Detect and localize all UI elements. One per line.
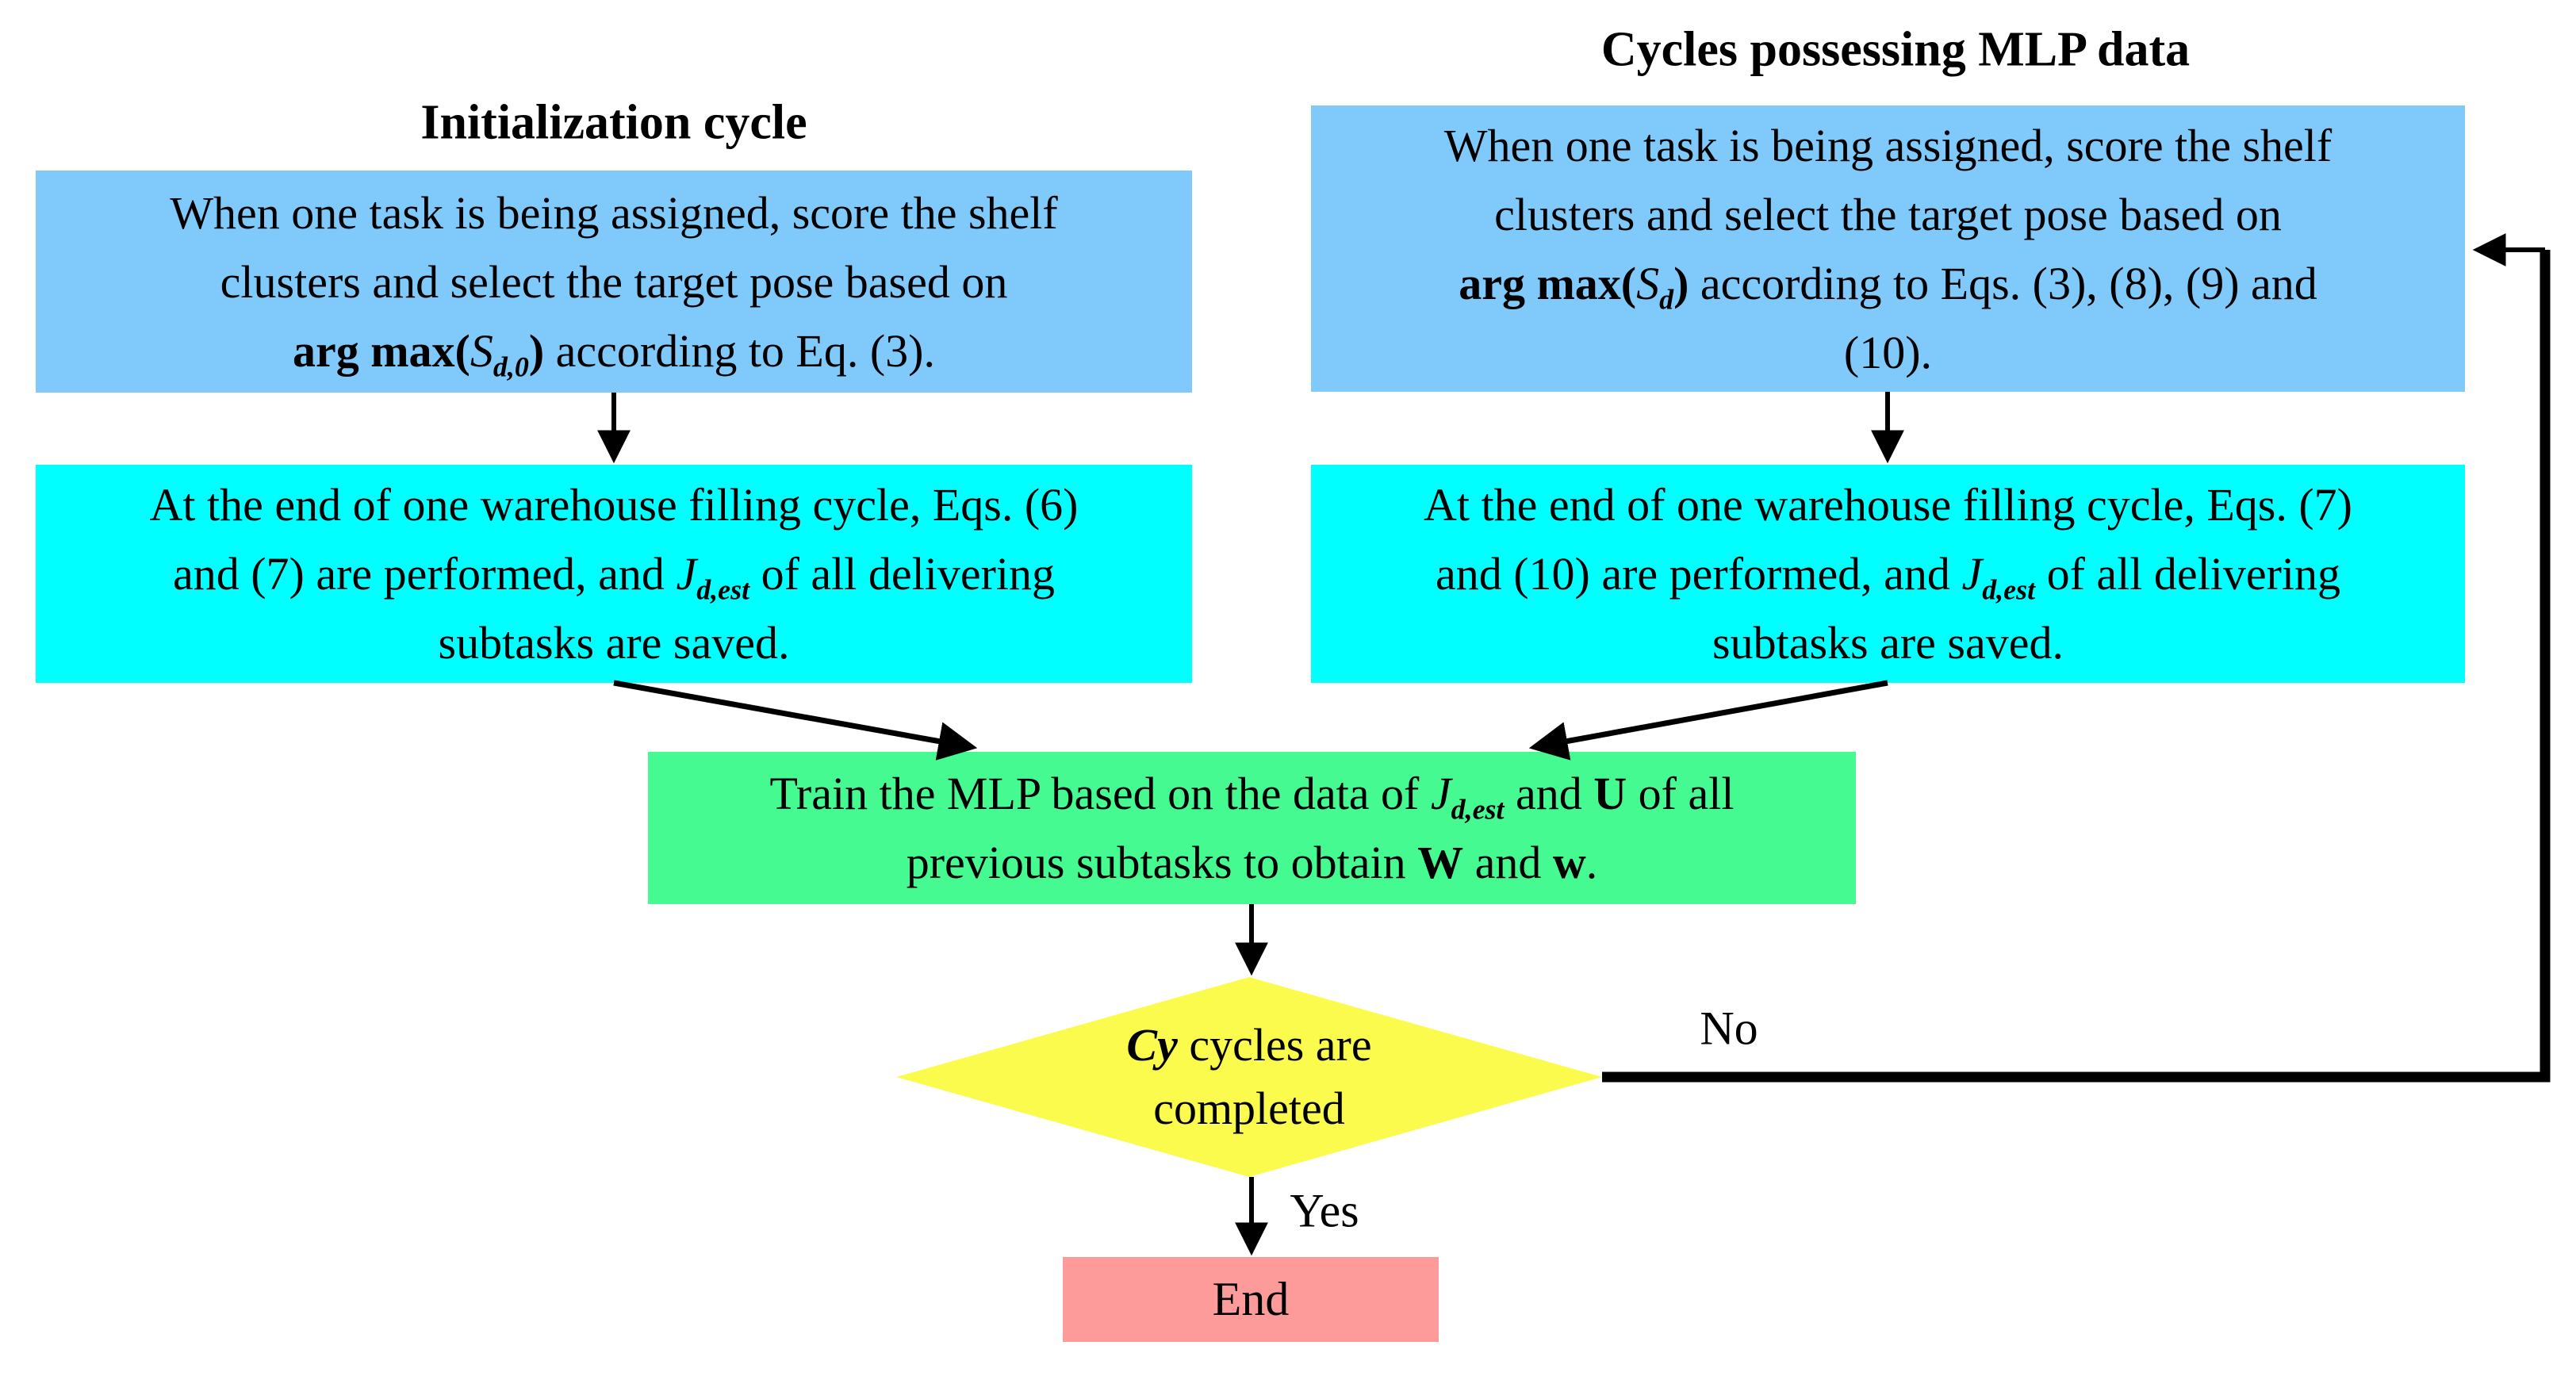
arrow-mlp-save-to-train [1528, 680, 1888, 761]
text-line: arg max(Sd,0) according to Eq. (3). [293, 324, 935, 383]
process-box-mlp-save-jdest: At the end of one warehouse filling cycl… [1311, 465, 2465, 683]
text-line: At the end of one warehouse filling cycl… [149, 479, 1079, 531]
process-box-mlp-assign-task: When one task is being assigned, score t… [1311, 105, 2465, 392]
column-title-cycles-possessing-mlp-data: Cycles possessing MLP data [1600, 22, 2191, 77]
text-line: Train the MLP based on the data of Jd,es… [769, 768, 1735, 826]
text-line: previous subtasks to obtain W and w. [906, 837, 1598, 888]
text-line: (10). [1843, 326, 1933, 378]
edge-label-no: No [1700, 1002, 1758, 1055]
text-line: At the end of one warehouse filling cycl… [1424, 479, 2352, 531]
text-line: clusters and select the target pose base… [1494, 188, 2282, 240]
process-box-init-assign-task: When one task is being assigned, score t… [36, 171, 1192, 393]
terminator-box-end: End [1063, 1257, 1439, 1342]
text-line: and (10) are performed, and Jd,est of al… [1435, 548, 2341, 606]
text-line: subtasks are saved. [438, 617, 790, 669]
text-line: Cy cycles are [1126, 1019, 1372, 1071]
text-line: End [1212, 1273, 1290, 1325]
column-title-initialization-cycle: Initialization cycle [420, 95, 807, 150]
text-line: When one task is being assigned, score t… [1443, 119, 2333, 171]
process-box-init-save-jdest: At the end of one warehouse filling cycl… [36, 465, 1192, 683]
process-box-train-mlp: Train the MLP based on the data of Jd,es… [648, 752, 1856, 904]
decision-diamond-cycles-completed: Cy cycles are completed [896, 977, 1602, 1177]
text-line: completed [1153, 1083, 1345, 1134]
text-line: arg max(Sd) according to Eqs. (3), (8), … [1459, 257, 2317, 316]
text-line: clusters and select the target pose base… [220, 255, 1008, 308]
edge-label-yes: Yes [1290, 1184, 1359, 1237]
arrow-init-save-to-train [613, 680, 978, 761]
text-line: subtasks are saved. [1712, 617, 2064, 669]
text-line: and (7) are performed, and Jd,est of all… [172, 548, 1056, 606]
text-line: When one task is being assigned, score t… [170, 186, 1058, 239]
